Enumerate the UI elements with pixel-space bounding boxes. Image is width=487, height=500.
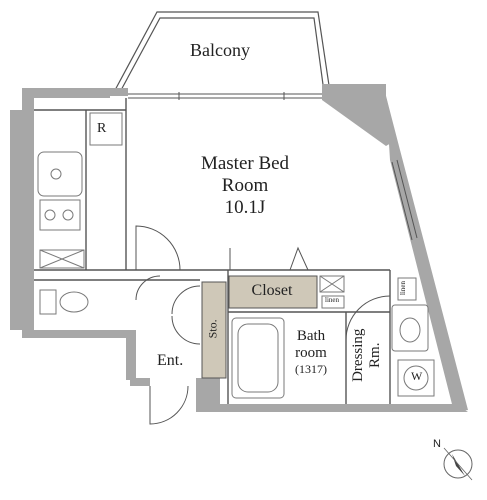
bath-room-label: Bath room (1317)	[280, 328, 342, 376]
bath-line1: Bath	[296, 328, 326, 344]
linen-label-right: linen	[398, 281, 407, 296]
interior-walls	[34, 98, 391, 404]
exterior-walls	[10, 84, 468, 412]
entrance-label: Ent.	[157, 352, 184, 369]
bath-size: (1317)	[295, 361, 327, 376]
linen-label-left: linen	[325, 296, 339, 304]
compass	[443, 447, 473, 481]
closet-blocks	[201, 275, 318, 379]
master-bed-line1: Master Bed	[200, 153, 290, 174]
fixtures	[37, 112, 435, 399]
dressing-room-label: Dressing Rm.	[350, 320, 385, 390]
master-bed-room-label: Master Bed Room 10.1J	[190, 153, 300, 219]
washer-label: W	[411, 369, 423, 383]
storage-label: Sto.	[205, 319, 220, 339]
balcony-label: Balcony	[190, 40, 250, 60]
compass-north-label: N	[433, 438, 441, 450]
bath-line2: room	[295, 345, 327, 362]
refrigerator-label: R	[97, 121, 107, 136]
dressing-line1: Dressing	[349, 328, 366, 382]
closet-label: Closet	[251, 282, 293, 299]
window-openings	[128, 92, 418, 241]
doors	[135, 225, 391, 425]
master-bed-size: 10.1J	[224, 196, 266, 218]
master-bed-line2: Room	[221, 174, 269, 196]
dressing-line2: Rm.	[367, 342, 383, 368]
balcony	[113, 11, 331, 93]
